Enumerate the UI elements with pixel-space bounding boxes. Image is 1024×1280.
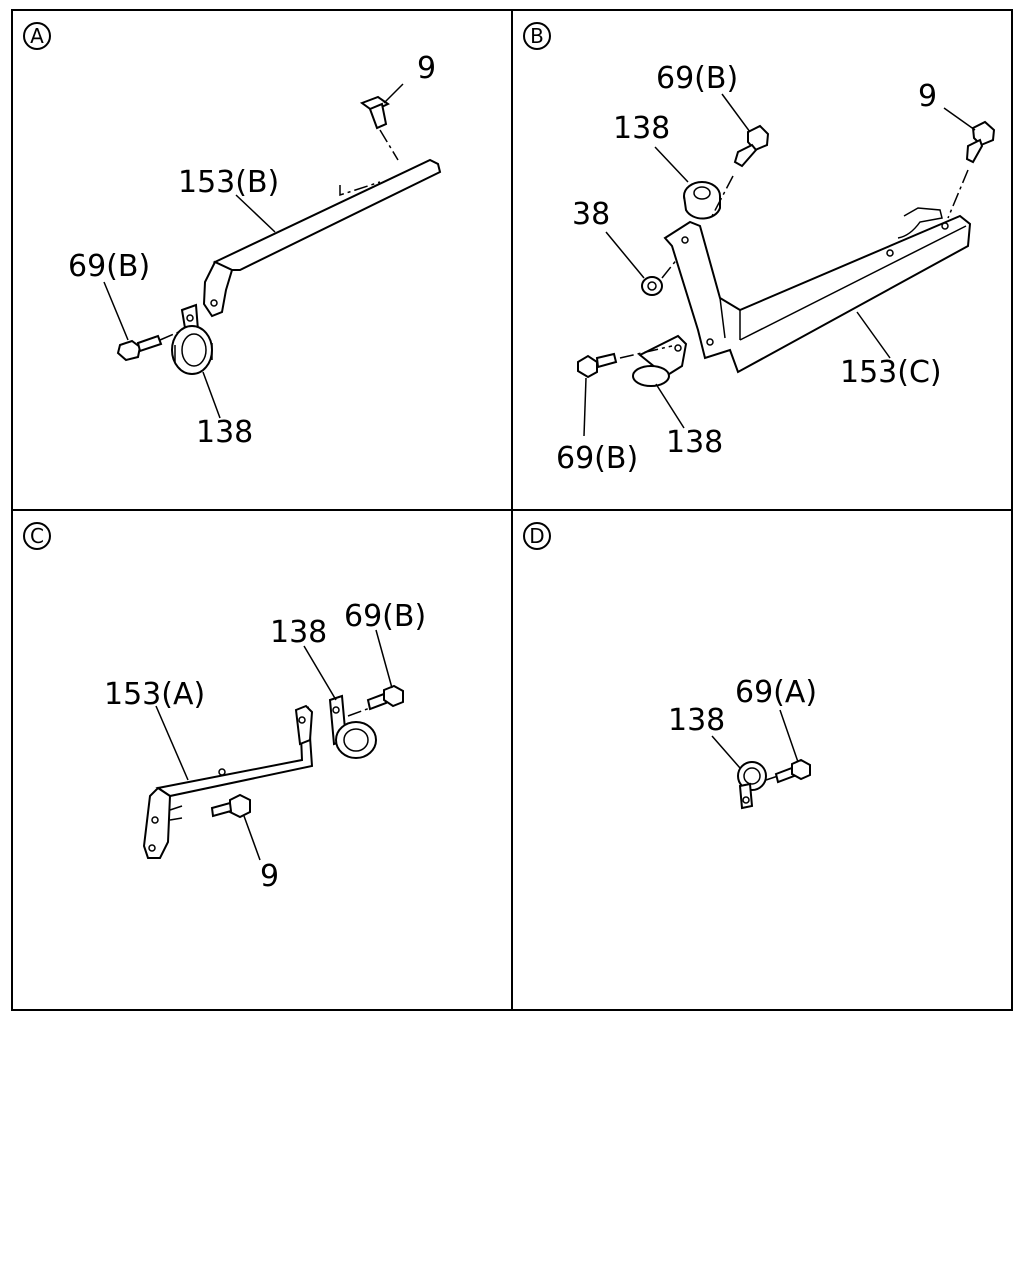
label-138-lower: 138	[666, 425, 723, 460]
label-69b-lower: 69(B)	[556, 441, 638, 476]
label-138-upper: 138	[613, 111, 670, 146]
label-9: 9	[260, 859, 279, 894]
panel-d-letter: D	[529, 524, 544, 548]
label-153a: 153(A)	[104, 677, 205, 712]
label-38: 38	[572, 197, 610, 232]
bolt-69b-c	[366, 684, 404, 711]
clamp-138-c	[328, 694, 377, 759]
bracket-153c-b	[663, 207, 972, 374]
clamp-138-d	[737, 761, 779, 810]
panel-b-marker: B	[523, 22, 551, 50]
bolt-9-a	[359, 95, 399, 161]
bolt-69b-lower-b	[577, 345, 673, 379]
panel-a-letter: A	[30, 24, 44, 48]
bolt-69a-d	[774, 758, 811, 784]
bracket-153a-c	[142, 704, 314, 859]
panel-a: A	[23, 22, 442, 450]
label-69b-upper: 69(B)	[656, 61, 738, 96]
panel-a-marker: A	[23, 22, 51, 50]
label-9: 9	[918, 79, 937, 114]
bolt-69b-upper-b	[733, 124, 770, 168]
clamp-138-a	[171, 303, 213, 375]
clamp-138-lower-b	[632, 334, 688, 387]
label-153b: 153(B)	[178, 165, 279, 200]
label-9: 9	[417, 51, 436, 86]
label-138: 138	[196, 415, 253, 450]
panel-c-letter: C	[30, 524, 44, 548]
label-69b: 69(B)	[344, 599, 426, 634]
panel-d-marker: D	[523, 522, 551, 550]
panel-c-marker: C	[23, 522, 51, 550]
label-138: 138	[270, 615, 327, 650]
bushing-138-upper-b	[683, 175, 734, 221]
bolt-9-c	[210, 793, 251, 819]
label-69a: 69(A)	[735, 675, 817, 710]
panel-b: B	[523, 22, 996, 476]
label-69b: 69(B)	[68, 249, 150, 284]
panel-d: D 138 69(A)	[523, 522, 817, 810]
label-138: 138	[668, 703, 725, 738]
label-153c: 153(C)	[840, 355, 942, 390]
panel-b-letter: B	[530, 24, 544, 48]
bracket-153b-a	[202, 158, 442, 318]
panel-c: C	[23, 522, 426, 894]
bolt-9-b	[947, 120, 996, 219]
